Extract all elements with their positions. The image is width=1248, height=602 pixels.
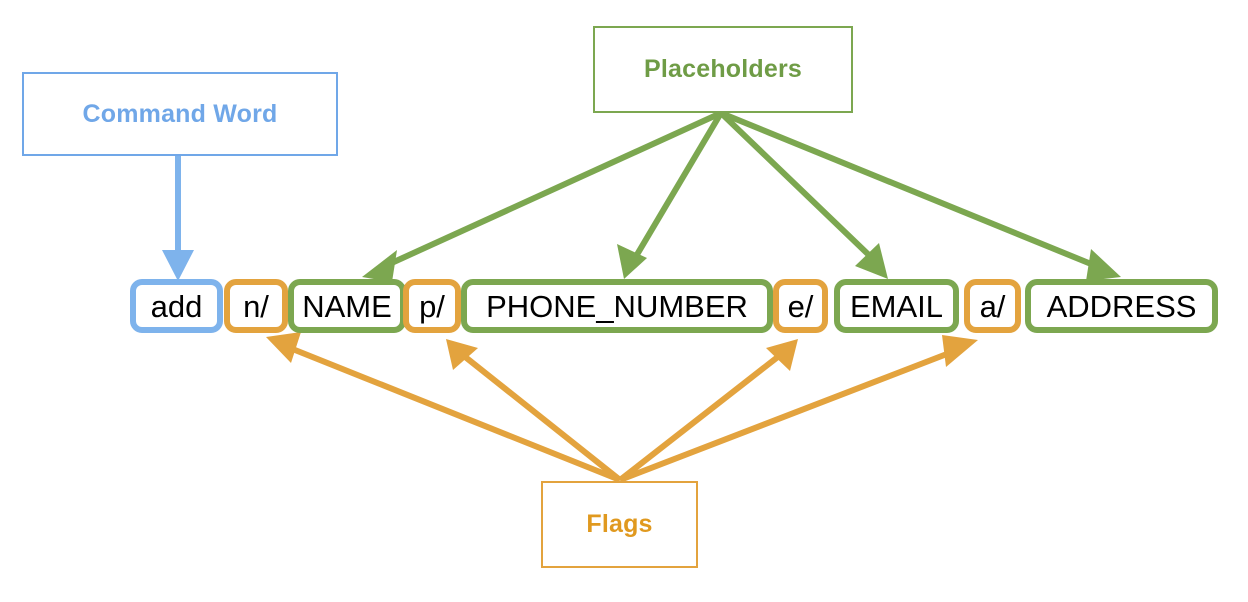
legend-label-flags: Flags (586, 510, 653, 538)
legend-box-placeholders: Placeholders (593, 26, 853, 113)
token-flag-e: e/ (773, 279, 828, 333)
token-placeholder-name: NAME (288, 279, 406, 333)
arrow-flags-to-e-flag (618, 339, 798, 483)
arrow-command-word-to-add (162, 156, 194, 281)
arrow-placeholders-to-address (719, 110, 1121, 281)
arrow-flags-to-p-flag (446, 339, 622, 483)
legend-box-command-word: Command Word (22, 72, 338, 156)
arrow-flags-to-a-flag (618, 335, 978, 483)
legend-label-placeholders: Placeholders (643, 55, 803, 83)
token-placeholder-address: ADDRESS (1025, 279, 1218, 333)
arrow-flags-to-n-flag (266, 332, 622, 483)
token-flag-p: p/ (403, 279, 461, 333)
arrow-placeholders-to-name (362, 110, 723, 282)
token-flag-a: a/ (964, 279, 1021, 333)
token-placeholder-email: EMAIL (834, 279, 959, 333)
legend-box-flags: Flags (541, 481, 698, 568)
token-flag-n: n/ (224, 279, 288, 333)
arrow-placeholders-to-phone-number (617, 111, 724, 279)
legend-label-command-word: Command Word (82, 99, 278, 128)
token-placeholder-phone-number: PHONE_NUMBER (461, 279, 773, 333)
arrow-placeholders-to-email (718, 110, 888, 279)
token-command-word-add: add (130, 279, 223, 333)
